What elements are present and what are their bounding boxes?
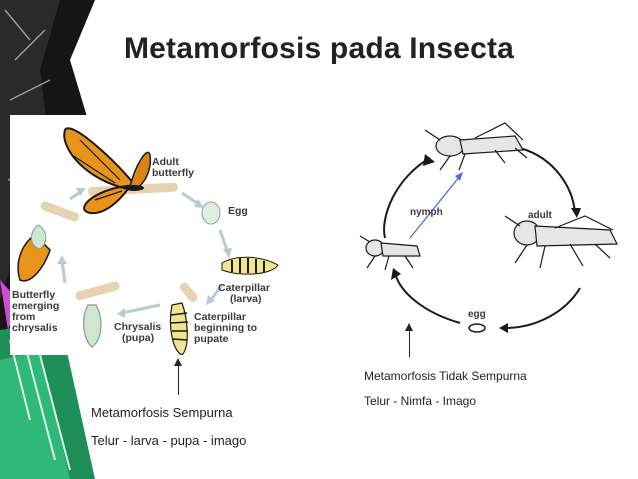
slide-title: Metamorfosis pada Insecta xyxy=(123,32,515,65)
label-adult-butterfly: Adult butterfly xyxy=(152,157,194,179)
incomplete-metamorphosis-diagram: nymph adult egg xyxy=(355,118,630,340)
grasshopper-cycle-illustration xyxy=(359,122,618,333)
pointer-line-incomplete xyxy=(409,330,410,357)
label-line: butterfly xyxy=(152,167,194,179)
caption-complete-title: Metamorfosis Sempurna xyxy=(91,405,233,420)
label-line: emerging xyxy=(12,300,60,312)
label-line: pupate xyxy=(194,333,229,345)
caption-incomplete-title: Metamorfosis Tidak Sempurna xyxy=(364,369,527,383)
caption-incomplete-stages: Telur - Nimfa - Imago xyxy=(364,394,477,408)
label-chrysalis-pupa: Chrysalis (pupa) xyxy=(114,322,161,344)
label-line: (pupa) xyxy=(122,332,155,344)
label-line: Caterpillar xyxy=(218,282,270,294)
label-nymph: nymph xyxy=(410,207,443,218)
label-line: chrysalis xyxy=(12,322,58,334)
pointer-arrowhead-complete xyxy=(174,358,182,366)
label-line: (larva) xyxy=(230,293,262,305)
label-egg: egg xyxy=(468,309,486,320)
label-caterpillar-pupate: Caterpillar beginning to pupate xyxy=(194,312,257,345)
label-line: Chrysalis xyxy=(114,321,162,333)
complete-metamorphosis-diagram: Adult butterfly Egg Caterpillar (larva) … xyxy=(10,115,285,356)
label-line: Butterfly xyxy=(12,289,56,301)
label-adult: adult xyxy=(528,210,552,221)
label-caterpillar-larva: Caterpillar (larva) xyxy=(218,283,270,305)
label-egg: Egg xyxy=(228,205,248,217)
label-line: Adult xyxy=(152,156,179,168)
label-line: Caterpillar xyxy=(194,311,246,323)
butterfly-cycle-illustration xyxy=(17,127,279,356)
label-line: from xyxy=(12,311,36,323)
caption-complete-stages: Telur - larva - pupa - imago xyxy=(91,433,247,448)
label-line: beginning to xyxy=(194,322,257,334)
pointer-line-complete xyxy=(178,365,179,395)
pointer-arrowhead-incomplete xyxy=(405,323,413,331)
label-butterfly-emerging: Butterfly emerging from chrysalis xyxy=(12,290,59,334)
